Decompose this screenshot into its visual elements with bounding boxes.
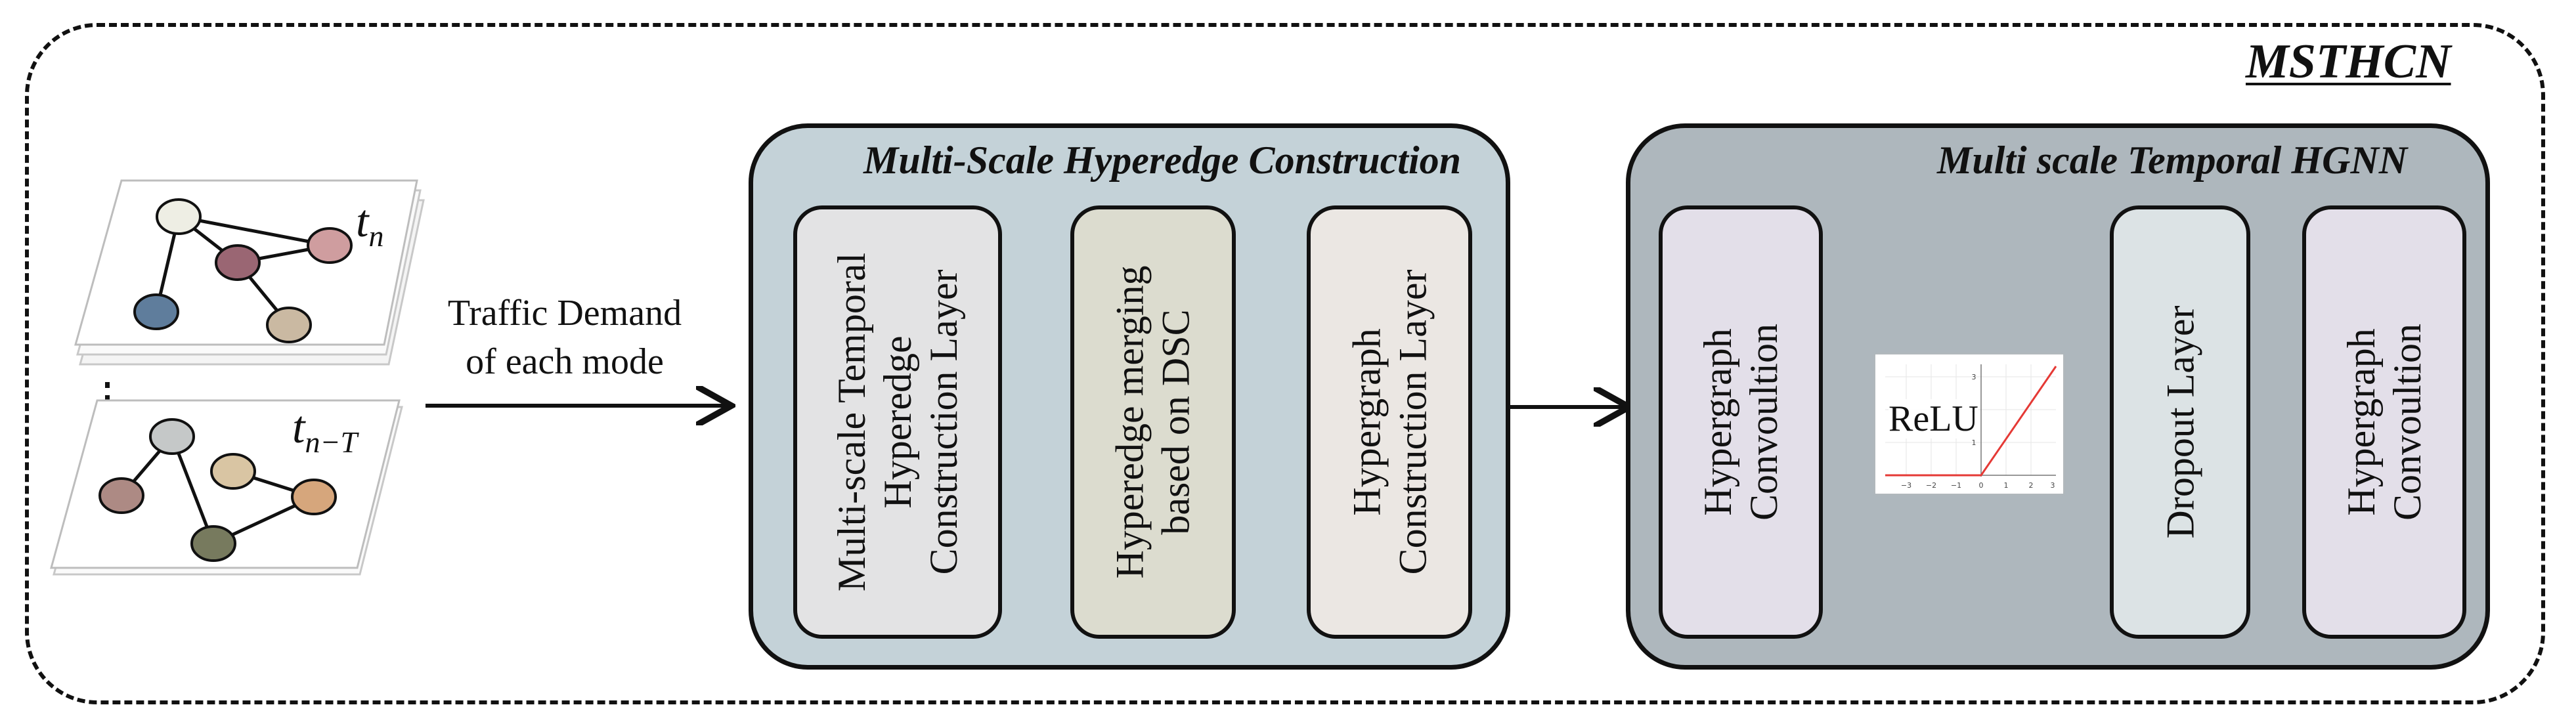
diagram-title: MSTHCN (2246, 35, 2451, 89)
hyperedge-merging-label: Hyperedge merging based on DSC (1108, 265, 1198, 579)
relu-xtick: −1 (1951, 481, 1961, 490)
node (210, 453, 256, 490)
hypergraph-conv-block-1: Hypergraph Convoultion (1659, 205, 1823, 639)
hypergraph-conv-label-2: Hypergraph Convoultion (2340, 323, 2429, 521)
relu-xtick: 1 (2004, 481, 2009, 490)
construction-panel-title: Multi-Scale Hyperedge Construction (863, 139, 1462, 182)
hyperedge-merging-block: Hyperedge merging based on DSC (1070, 205, 1236, 639)
relu-xtick: 0 (1979, 481, 1984, 490)
relu-plot: −3 −2 −1 0 1 2 3 1 2 3 ReLU (1875, 354, 2063, 494)
node (149, 418, 195, 455)
time-label-bottom: tn−T (292, 402, 358, 459)
relu-ytick: 1 (1972, 439, 1976, 447)
edge-label: Traffic Demand of each mode (447, 293, 682, 382)
hgnn-panel-title: Multi scale Temporal HGNN (1937, 139, 2408, 182)
hypergraph-conv-block-2: Hypergraph Convoultion (2302, 205, 2466, 639)
node (98, 477, 144, 514)
time-label-top: tn (356, 196, 384, 253)
relu-xtick: 3 (2051, 481, 2055, 490)
relu-xtick: −2 (1926, 481, 1936, 490)
graph-card-top (74, 179, 425, 366)
node (291, 479, 337, 515)
node (307, 227, 353, 264)
node (156, 198, 202, 235)
dropout-label: Dropout Layer (2158, 305, 2202, 539)
relu-label: ReLU (1888, 398, 1978, 439)
relu-ytick: 3 (1972, 373, 1976, 381)
relu-curve (1885, 366, 2057, 477)
hypergraph-construction-block: Hypergraph Construction Layer (1307, 205, 1472, 639)
multiscale-hyperedge-label: Multi-scale Temporal Hyperedge Construct… (830, 252, 965, 592)
relu-xtick: −3 (1901, 481, 1911, 490)
node (266, 307, 312, 343)
relu-xtick: 2 (2029, 481, 2034, 490)
node (190, 525, 236, 562)
hypergraph-conv-label-1: Hypergraph Convoultion (1696, 323, 1785, 521)
node (133, 293, 179, 330)
multiscale-hyperedge-block: Multi-scale Temporal Hyperedge Construct… (793, 205, 1002, 639)
dropout-block: Dropout Layer (2110, 205, 2250, 639)
hypergraph-construction-label: Hypergraph Construction Layer (1345, 269, 1435, 575)
node (215, 244, 261, 281)
graph-card-bottom (50, 399, 403, 576)
outer-frame (25, 23, 2545, 704)
